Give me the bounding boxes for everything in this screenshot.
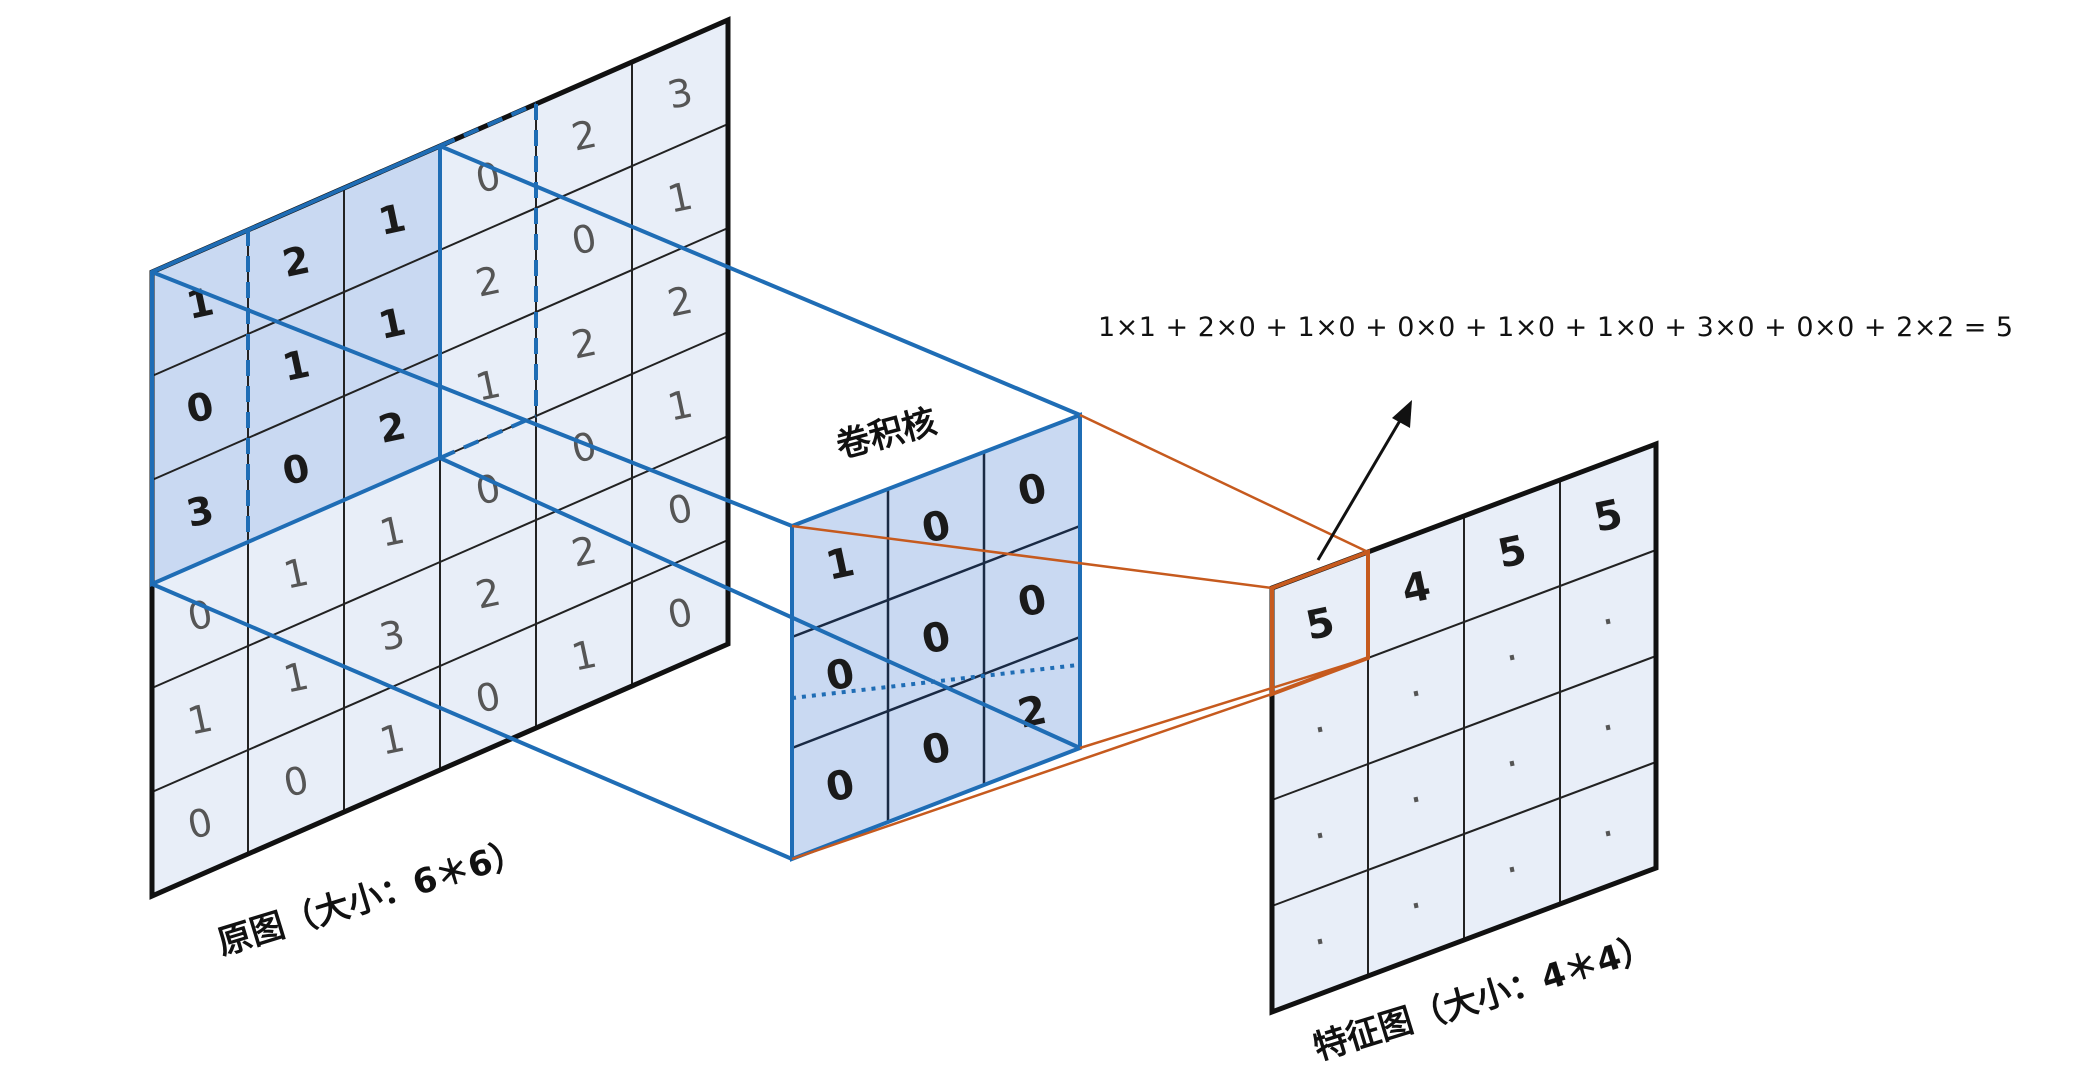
- kernel-to-feature-line: [791, 692, 1273, 861]
- feature-row-line: [1271, 761, 1657, 907]
- kernel-row-line: [791, 635, 1081, 750]
- kernel-label: 卷积核: [832, 402, 941, 467]
- stride-dash-bottom: [439, 414, 537, 460]
- original-to-kernel-line: [439, 144, 1081, 417]
- kernel-to-feature-line: [791, 524, 1273, 590]
- kernel-background: [792, 415, 1080, 859]
- stride-dash-top: [439, 102, 537, 148]
- original-label: 原图（大小：6＊6）: [213, 832, 530, 964]
- kernel-diagonal-dotted: [791, 662, 1081, 701]
- kernel-to-feature-line: [1079, 656, 1369, 750]
- kernel-to-feature-line: [1079, 413, 1369, 554]
- calculation-formula: 1×1 + 2×0 + 1×0 + 0×0 + 1×0 + 1×0 + 3×0 …: [1098, 312, 2014, 343]
- original-to-kernel-line: [151, 582, 793, 861]
- feature-border: [1269, 440, 1659, 1016]
- arrow-head-icon: [1392, 400, 1412, 428]
- connector-lines: [151, 144, 1369, 861]
- original-row-line: [151, 539, 729, 793]
- original-row-line: [151, 435, 729, 689]
- original-highlight: [152, 146, 440, 584]
- original-to-kernel-line: [151, 270, 793, 528]
- original-to-kernel-line: [439, 456, 1081, 750]
- kernel-row-line: [791, 524, 1081, 639]
- result-arrow: [1316, 400, 1412, 561]
- feature-row-line: [1271, 655, 1657, 801]
